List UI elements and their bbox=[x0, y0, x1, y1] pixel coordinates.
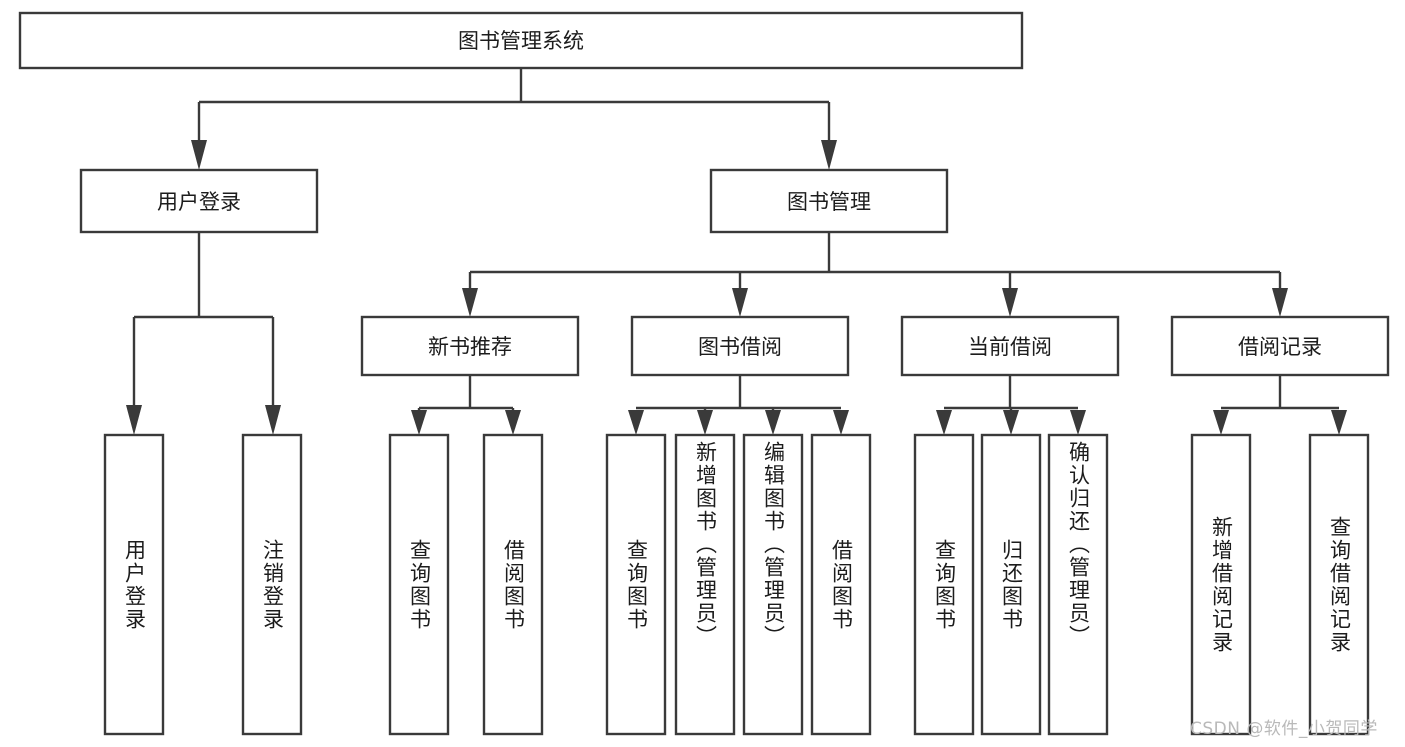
leaf-box-borrow-book-borrow[interactable] bbox=[810, 433, 872, 736]
nodes-layer: 图书管理系统 用户登录 图书管理 新书推荐 图书借阅 当前借阅 借阅记录 bbox=[18, 11, 1390, 736]
leaf-box-user-login[interactable] bbox=[103, 433, 165, 736]
arrow-login-leaf-1 bbox=[126, 405, 142, 435]
arrow-current-leaf-2 bbox=[1003, 410, 1019, 435]
arrow-record-leaf-2 bbox=[1331, 410, 1347, 435]
arrow-newbook-leaf-1 bbox=[411, 410, 427, 435]
arrow-bookmgmt-child-4 bbox=[1272, 288, 1288, 317]
node-borrow-record-box[interactable] bbox=[1170, 315, 1390, 377]
arrow-borrow-leaf-2 bbox=[697, 410, 713, 435]
connectors-layer bbox=[126, 68, 1347, 435]
leaf-box-query-book-current[interactable] bbox=[913, 433, 975, 736]
leaf-box-add-borrow-record[interactable] bbox=[1190, 433, 1252, 736]
arrow-bookmgmt-child-2 bbox=[732, 288, 748, 317]
node-current-borrow-label: 当前借阅 bbox=[968, 335, 1052, 359]
arrow-root-to-login bbox=[191, 140, 207, 170]
leaf-box-query-borrow-record[interactable] bbox=[1308, 433, 1370, 736]
arrow-record-leaf-1 bbox=[1213, 410, 1229, 435]
leaf-box-edit-book-admin[interactable] bbox=[742, 433, 804, 736]
leaf-box-add-book-admin[interactable] bbox=[674, 433, 736, 736]
node-user-login-label: 用户登录 bbox=[157, 190, 241, 214]
arrow-newbook-leaf-2 bbox=[505, 410, 521, 435]
node-new-book-recommend-label: 新书推荐 bbox=[428, 335, 512, 359]
arrow-bookmgmt-child-1 bbox=[462, 288, 478, 317]
csdn-watermark: CSDN @软件_小贺同学 bbox=[1190, 719, 1378, 739]
leaf-box-confirm-return-admin[interactable] bbox=[1047, 433, 1109, 736]
leaf-box-borrow-book-newbook[interactable] bbox=[482, 433, 544, 736]
node-book-management-box[interactable] bbox=[709, 168, 949, 234]
arrow-borrow-leaf-4 bbox=[833, 410, 849, 435]
node-new-book-recommend-box[interactable] bbox=[360, 315, 580, 377]
node-book-borrow-box[interactable] bbox=[630, 315, 850, 377]
arrow-borrow-leaf-1 bbox=[628, 410, 644, 435]
node-current-borrow-box[interactable] bbox=[900, 315, 1120, 377]
node-book-borrow-label: 图书借阅 bbox=[698, 335, 782, 359]
arrow-current-leaf-1 bbox=[936, 410, 952, 435]
node-borrow-record-label: 借阅记录 bbox=[1238, 335, 1322, 359]
leaf-box-query-book-borrow[interactable] bbox=[605, 433, 667, 736]
arrow-bookmgmt-child-3 bbox=[1002, 288, 1018, 317]
arrow-root-to-bookmgmt bbox=[821, 140, 837, 170]
arrow-borrow-leaf-3 bbox=[765, 410, 781, 435]
leaf-box-return-book[interactable] bbox=[980, 433, 1042, 736]
leaf-box-logout[interactable] bbox=[241, 433, 303, 736]
arrow-login-leaf-2 bbox=[265, 405, 281, 435]
node-user-login-box[interactable] bbox=[79, 168, 319, 234]
node-book-management-label: 图书管理 bbox=[787, 190, 871, 214]
leaf-box-query-book-newbook[interactable] bbox=[388, 433, 450, 736]
node-root-box[interactable] bbox=[18, 11, 1024, 70]
arrow-current-leaf-3 bbox=[1070, 410, 1086, 435]
node-root-label: 图书管理系统 bbox=[458, 29, 584, 53]
